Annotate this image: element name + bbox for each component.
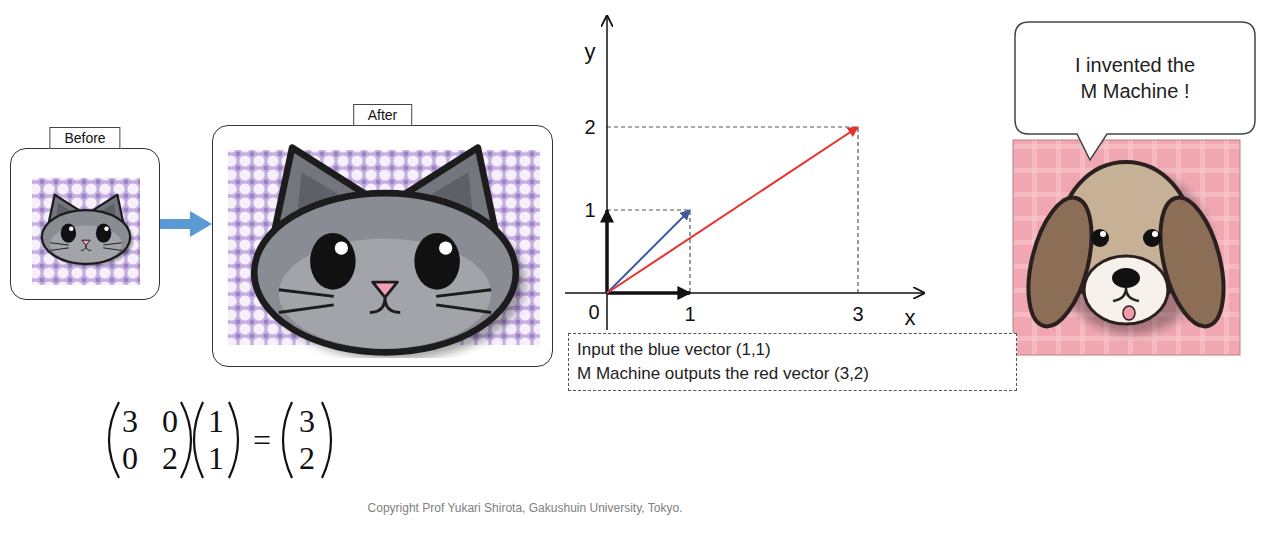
vector-entry: 2 [299,442,315,474]
panel-tag: Before [49,127,120,149]
after-picture [228,148,540,360]
unit-vector [605,210,609,293]
tick-label: 3 [852,304,863,324]
dog-picture [1013,140,1240,355]
note-text: Input the blue vector (1,1) [577,338,1008,362]
matrix-bracket [283,402,292,478]
dog-picture [1123,306,1135,320]
axis-label: x [905,307,916,329]
after-picture [254,148,525,360]
matrix-bracket [181,402,191,478]
matrix-bracket [322,402,331,478]
matrix-bracket [194,402,203,478]
guide-line [607,127,858,293]
matrix-entry: 2 [162,442,178,474]
dog-picture [1143,229,1161,247]
dog-picture [1100,231,1106,237]
before-picture [42,195,134,267]
matrix-entry: 0 [122,442,138,474]
matrix-bracket [109,402,119,478]
guide-line [607,210,690,293]
red-vector [607,127,858,293]
bubble-outline [1015,22,1255,134]
tick-label: 1 [584,200,595,220]
tick-label: 1 [684,304,695,324]
bubble-text: I invented the M Machine ! [1065,52,1205,104]
before-picture [32,178,140,285]
dog-picture [1152,231,1158,237]
axis-label: y [585,41,596,63]
before-panel: Before [10,148,160,300]
copyright-note: Copyright Prof Yukari Shirota, Gakushuin… [353,500,698,516]
blue-vector [607,210,690,293]
dog-picture [1091,229,1109,247]
tick-label: 2 [584,117,595,137]
before-picture [32,178,140,285]
vector-entry: 1 [208,405,224,437]
dog-picture [1084,256,1168,324]
dog-picture [1112,268,1140,288]
matrix-entry: 0 [162,405,178,437]
vector-entry: 1 [208,442,224,474]
dog-picture [1013,140,1240,355]
x-axis [565,292,925,294]
dog-picture [1113,288,1139,301]
speech-bubble: I invented the M Machine ! [1015,22,1255,134]
panel-tag: After [353,104,413,126]
dog-picture [1017,191,1103,333]
matrix-entry: 3 [122,405,138,437]
equals-sign: = [253,424,271,456]
dog-picture [1149,191,1235,333]
after-panel: After [212,125,553,367]
coordinate-plane [565,15,925,330]
process-arrow [160,219,190,229]
note-text: M Machine outputs the red vector (3,2) [577,362,1008,386]
note-box: Input the blue vector (1,1)M Machine out… [568,333,1017,391]
vector-entry: 3 [299,405,315,437]
matrix-bracket [229,402,238,478]
unit-vector [607,291,690,295]
matrix-bracket [109,402,331,478]
y-axis [606,15,608,330]
origin-label: 0 [588,302,599,322]
bubble-outline [1015,22,1255,160]
